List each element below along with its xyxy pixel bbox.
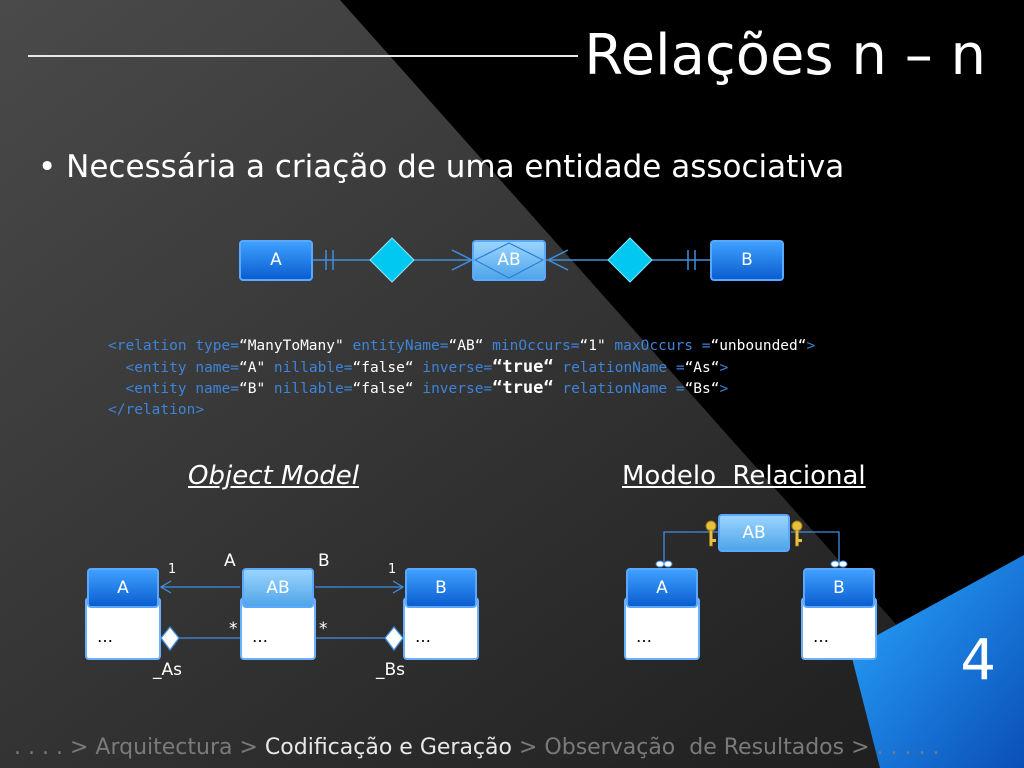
er-entity-ab: AB: [472, 240, 546, 281]
code-attr: inverse: [422, 381, 484, 397]
code-attr: name: [195, 381, 231, 397]
code-attr: relationName: [562, 359, 668, 376]
code-attr: relationName: [562, 381, 668, 397]
er-entity-a: A: [239, 240, 313, 281]
page-number: 4: [960, 628, 996, 693]
relationship-diamond-right: [607, 237, 653, 283]
nav-item-observacao[interactable]: Observação de Resultados: [544, 735, 845, 760]
code-attr: type: [195, 338, 231, 354]
om-a-body-text: …: [97, 627, 113, 646]
code-value: “B": [238, 381, 266, 397]
relationship-diamond-left: [369, 237, 415, 283]
relational-model-connectors: [655, 520, 848, 568]
code-attr: entityName: [352, 338, 440, 354]
rm-table-a: A: [626, 568, 698, 608]
title-rule: [28, 55, 578, 57]
code-attr: name: [195, 359, 231, 376]
role-label-b: B: [318, 551, 330, 571]
om-class-b-label: B: [435, 578, 447, 598]
er-entity-a-label: A: [270, 250, 282, 270]
multiplicity-left-many: *: [229, 619, 238, 639]
om-class-a: A: [87, 568, 159, 608]
rm-table-b-label: B: [833, 578, 845, 598]
xml-code-block: <relation type=“ManyToMany" entityName=“…: [108, 338, 816, 418]
section-navigation: . . . . > Arquitectura > Codificação e G…: [14, 735, 939, 760]
role-label-a: A: [224, 551, 236, 571]
code-tag: relation: [116, 338, 187, 354]
code-attr: nillable: [273, 381, 344, 397]
er-entity-ab-label: AB: [497, 250, 521, 270]
code-value: “unbounded“: [710, 338, 807, 354]
om-class-a-label: A: [117, 578, 129, 598]
er-diagram: [312, 237, 712, 283]
er-entity-b: B: [710, 240, 784, 281]
code-value: “1": [579, 338, 606, 354]
code-attr: minOccurs: [492, 338, 571, 354]
aggregation-diamond-right: [384, 625, 404, 652]
rm-table-ab: AB: [718, 514, 790, 552]
rm-b-body-text: …: [813, 627, 829, 646]
relation-label-as: _As: [153, 660, 182, 680]
code-tag: entity: [134, 359, 187, 376]
nav-item-arquitectura[interactable]: Arquitectura: [95, 735, 233, 760]
fk-marker-b-left: [830, 560, 840, 568]
nav-separator: >: [239, 735, 258, 760]
object-model-heading: Object Model: [188, 461, 360, 491]
nav-item-codificacao-current[interactable]: Codificação e Geração: [264, 735, 512, 760]
code-attr: inverse: [422, 359, 484, 376]
code-tag: relation: [125, 401, 196, 418]
code-attr: maxOccurs: [614, 338, 693, 354]
nav-separator: >: [518, 735, 538, 760]
rm-table-ab-label: AB: [742, 523, 766, 543]
fk-marker-b-right: [838, 560, 848, 568]
code-value: “ManyToMany": [238, 338, 344, 354]
code-value: “true“: [492, 378, 554, 398]
om-class-b: B: [405, 568, 477, 608]
page-title: Relações n – n: [584, 23, 986, 88]
relational-model-heading: Modelo Relacional: [622, 461, 866, 491]
aggregation-diamond-left: [160, 625, 180, 652]
code-value: “AB“: [448, 338, 484, 354]
code-attr: nillable: [273, 359, 344, 376]
code-value: “true“: [492, 356, 554, 377]
nav-separator: >: [851, 735, 870, 760]
corner-accent: [850, 555, 1024, 768]
code-value: “As“: [684, 359, 720, 376]
bullet-glyph: •: [38, 149, 67, 185]
code-value: “A": [238, 359, 266, 376]
rm-table-b: B: [803, 568, 875, 608]
key-icon-right: [791, 520, 803, 547]
associative-diamond-outline: [474, 242, 544, 279]
bullet-text: Necessária a criação de uma entidade ass…: [66, 149, 845, 185]
rm-a-body-text: …: [636, 627, 652, 646]
code-value: “Bs“: [684, 381, 720, 397]
fk-marker-a-left: [655, 560, 665, 568]
nav-trail: . . . . .: [876, 735, 940, 760]
er-entity-b-label: B: [741, 250, 753, 270]
om-class-ab: AB: [242, 568, 314, 608]
nav-lead: . . . . >: [14, 735, 89, 760]
om-ab-body-text: …: [252, 627, 268, 646]
code-tag: entity: [134, 381, 187, 397]
object-model-connectors: [159, 580, 405, 652]
rm-table-a-label: A: [656, 578, 668, 598]
fk-marker-a-right: [663, 560, 673, 568]
multiplicity-right-one: 1: [388, 562, 397, 577]
relation-label-bs: _Bs: [376, 660, 406, 680]
om-b-body-text: …: [415, 627, 431, 646]
bullet-point: • Necessária a criação de uma entidade a…: [38, 146, 844, 188]
key-icon-left: [705, 520, 717, 547]
multiplicity-left-one: 1: [168, 562, 177, 577]
multiplicity-right-many: *: [319, 619, 328, 639]
code-value: “false“: [352, 359, 414, 376]
code-value: “false“: [352, 381, 414, 397]
om-class-ab-label: AB: [266, 578, 290, 598]
